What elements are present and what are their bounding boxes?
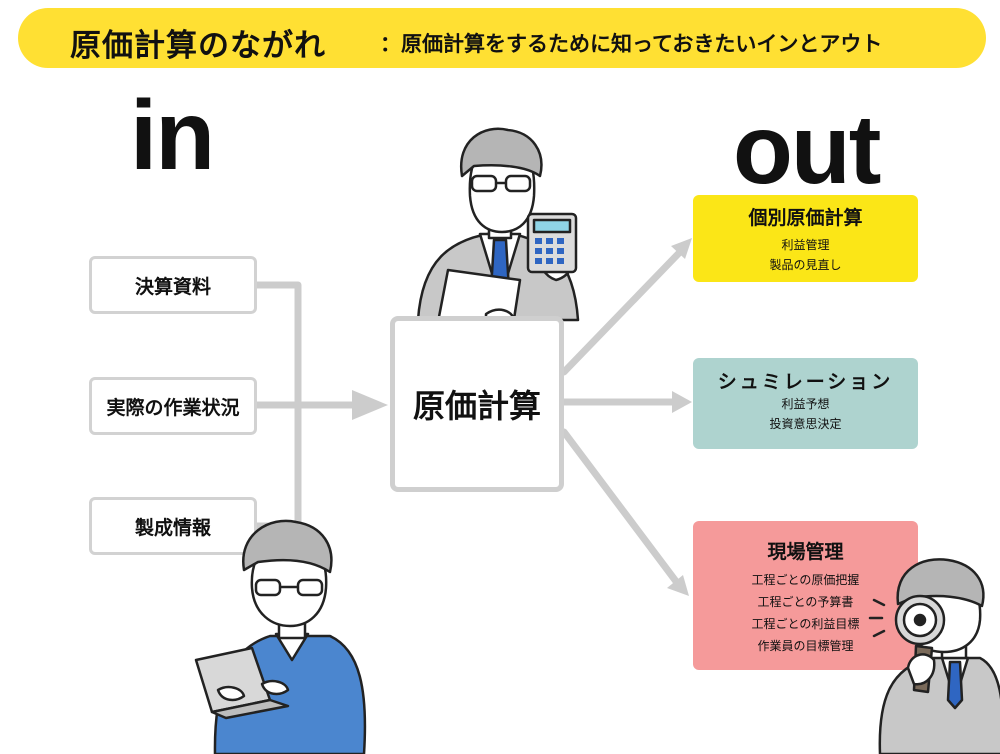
output-box-items: 利益管理 製品の見直し (693, 235, 918, 275)
page-subtitle: ：原価計算をするために知っておきたいインとアウト (380, 32, 883, 56)
output-item: 作業員の目標管理 (757, 639, 854, 653)
input-box-financial-docs: 決算資料 (89, 256, 257, 314)
center-process-label: 原価計算 (412, 387, 541, 425)
center-to-output1-line (560, 248, 684, 376)
center-to-output3-line (560, 428, 682, 588)
output-box-simulation: シュミレーション 利益予想 投資意思決定 (693, 358, 918, 449)
output-item: 投資意思決定 (769, 417, 842, 431)
output-item: 工程ごとの予算書 (757, 595, 854, 609)
in-label: in (130, 80, 215, 190)
page-title: 原価計算のながれ (70, 28, 326, 64)
output-box-title: シュミレーション (717, 371, 894, 393)
input-box-label: 決算資料 (134, 275, 211, 298)
title-banner: 原価計算のながれ ：原価計算をするために知っておきたいインとアウト (18, 8, 986, 68)
output-box-site-management: 現場管理 工程ごとの原価把握 工程ごとの予算書 工程ごとの利益目標 作業員の目標… (693, 521, 918, 670)
output-box-items: 工程ごとの原価把握 工程ごとの予算書 工程ごとの利益目標 作業員の目標管理 (693, 569, 942, 657)
output-item: 製品の見直し (769, 258, 842, 272)
out-label: out (733, 94, 881, 204)
arrow-head-center (352, 390, 388, 420)
output-box-title: 個別原価計算 (748, 207, 863, 229)
input-box-work-status: 実際の作業状況 (89, 377, 257, 435)
center-process-box: 原価計算 (390, 316, 564, 492)
arrow-head-output2 (672, 391, 692, 413)
output-box-individual-costing: 個別原価計算 利益管理 製品の見直し (693, 195, 918, 282)
output-item: 工程ごとの利益目標 (751, 617, 860, 631)
input-box-production-info: 製成情報 (89, 497, 257, 555)
arrow-head-output3 (667, 575, 689, 596)
output-box-items: 利益予想 投資意思決定 (693, 394, 918, 434)
output-item: 利益管理 (781, 238, 830, 252)
output-box-title: 現場管理 (767, 541, 844, 563)
arrow-head-output1 (671, 238, 692, 259)
input-box-label: 実際の作業状況 (106, 396, 240, 419)
output-item: 利益予想 (781, 397, 830, 411)
input-box-label: 製成情報 (134, 516, 211, 539)
output-item: 工程ごとの原価把握 (751, 573, 860, 587)
